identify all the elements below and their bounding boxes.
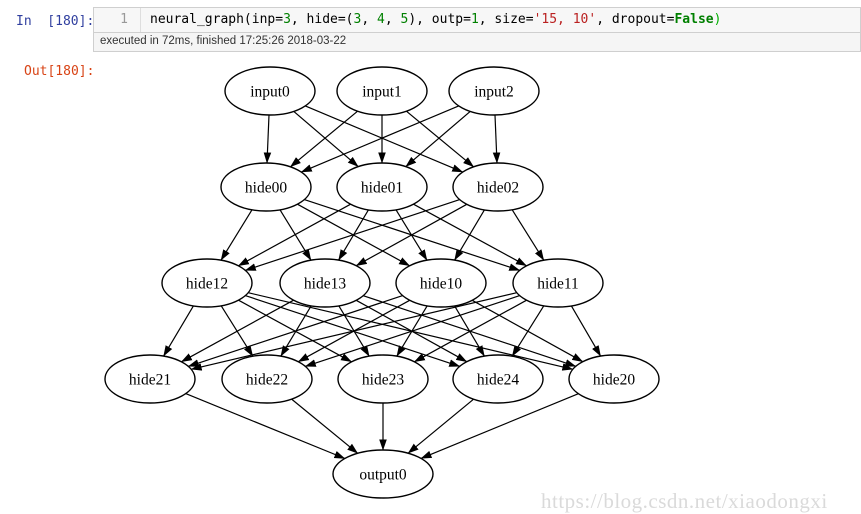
graph-node-ellipse bbox=[448, 66, 540, 116]
graph-node-ellipse bbox=[452, 162, 544, 212]
code-token-plain: , hide=( bbox=[290, 12, 354, 27]
graph-node-ellipse bbox=[452, 354, 544, 404]
graph-node-ellipse bbox=[568, 354, 660, 404]
graph-node-label: hide12 bbox=[186, 276, 228, 293]
graph-node-hide11: hide11 bbox=[512, 258, 604, 308]
graph-edge bbox=[180, 299, 294, 363]
graph-node-label: hide23 bbox=[362, 372, 404, 389]
graph-node-label: hide01 bbox=[361, 180, 403, 197]
graph-edge bbox=[305, 105, 464, 173]
graph-node-label: output0 bbox=[359, 467, 407, 484]
graph-edge bbox=[304, 295, 520, 367]
code-token-string: '15, 10' bbox=[533, 12, 597, 27]
code-token-plain: neural_graph(inp= bbox=[150, 12, 284, 27]
graph-edges bbox=[163, 105, 602, 460]
graph-node-hide01: hide01 bbox=[336, 162, 428, 212]
execution-timer: executed in 72ms, finished 17:25:26 2018… bbox=[93, 33, 861, 52]
graph-node-hide21: hide21 bbox=[104, 354, 196, 404]
watermark: https://blog.csdn.net/xiaodongxi bbox=[541, 489, 828, 513]
graph-edge bbox=[420, 393, 579, 459]
graph-edge bbox=[187, 295, 403, 367]
graph-edge bbox=[237, 203, 351, 267]
graph-node-label: hide20 bbox=[593, 372, 635, 389]
graph-node-label: hide22 bbox=[246, 372, 288, 389]
code-token-plain: , size= bbox=[478, 12, 534, 27]
graph-node-hide20: hide20 bbox=[568, 354, 660, 404]
graph-node-input2: input2 bbox=[448, 66, 540, 116]
code-token-plain: , dropout= bbox=[596, 12, 675, 27]
graph-edge bbox=[293, 110, 359, 168]
graph-edge bbox=[406, 110, 474, 168]
graph-edge bbox=[355, 203, 468, 267]
graph-edge bbox=[300, 105, 459, 173]
graph-edge bbox=[190, 292, 517, 371]
code-token-plain: , bbox=[361, 12, 377, 27]
graph-edge bbox=[244, 199, 460, 271]
graph-node-ellipse bbox=[332, 449, 434, 499]
in-prompt: In [180]: bbox=[16, 14, 95, 29]
graph-node-ellipse bbox=[395, 258, 487, 308]
code-token-bracket: ) bbox=[713, 12, 722, 27]
graph-node-label: hide24 bbox=[477, 372, 519, 389]
graph-node-ellipse bbox=[221, 354, 313, 404]
graph-edge bbox=[511, 209, 545, 261]
graph-node-label: input1 bbox=[362, 84, 402, 101]
graph-edge bbox=[263, 114, 272, 164]
graph-node-input1: input1 bbox=[336, 66, 428, 116]
graph-edge bbox=[405, 110, 471, 168]
graph-node-hide10: hide10 bbox=[395, 258, 487, 308]
graph-node-hide23: hide23 bbox=[337, 354, 429, 404]
graph-node-hide13: hide13 bbox=[279, 258, 371, 308]
graph-node-ellipse bbox=[336, 162, 428, 212]
graph-node-label: hide21 bbox=[129, 372, 171, 389]
graph-edge bbox=[290, 110, 358, 168]
graph-node-label: input2 bbox=[474, 84, 514, 101]
graph-node-hide22: hide22 bbox=[221, 354, 313, 404]
graph-edge bbox=[163, 305, 194, 357]
graph-node-ellipse bbox=[337, 354, 429, 404]
graph-edge bbox=[220, 209, 253, 261]
graph-edge bbox=[291, 398, 359, 454]
graph-edge bbox=[570, 305, 602, 357]
code-token-number: 1 bbox=[470, 12, 479, 27]
graph-node-label: hide10 bbox=[420, 276, 462, 293]
graph-edge bbox=[185, 393, 346, 460]
code-token-keyword: False bbox=[674, 12, 714, 27]
graph-node-ellipse bbox=[336, 66, 428, 116]
code-token-number: 3 bbox=[353, 12, 362, 27]
code-cell-input[interactable]: 1 neural_graph(inp=3, hide=(3, 4, 5), ou… bbox=[93, 7, 861, 33]
graph-node-label: hide00 bbox=[245, 180, 287, 197]
graph-node-ellipse bbox=[161, 258, 253, 308]
graph-node-label: hide13 bbox=[304, 276, 346, 293]
code-token-number: 4 bbox=[377, 12, 385, 27]
graph-node-hide12: hide12 bbox=[161, 258, 253, 308]
code-token-plain: ), outp= bbox=[408, 12, 471, 27]
graph-node-ellipse bbox=[279, 258, 371, 308]
graph-node-output0: output0 bbox=[332, 449, 434, 499]
graph-node-hide02: hide02 bbox=[452, 162, 544, 212]
code-line[interactable]: neural_graph(inp=3, hide=(3, 4, 5), outp… bbox=[141, 8, 721, 32]
graph-node-ellipse bbox=[104, 354, 196, 404]
graph-edge bbox=[407, 398, 474, 454]
graph-edge bbox=[413, 299, 527, 363]
graph-nodes: input0 input1 input2 hide00 hide01 hide02 hide… bbox=[104, 66, 660, 499]
graph-node-ellipse bbox=[512, 258, 604, 308]
graph-node-label: input0 bbox=[250, 84, 290, 101]
graph-edge bbox=[454, 209, 485, 261]
graph-node-hide24: hide24 bbox=[452, 354, 544, 404]
code-token-plain: , bbox=[384, 12, 401, 27]
out-prompt: Out[180]: bbox=[24, 64, 95, 79]
graph-node-ellipse bbox=[224, 66, 316, 116]
line-number: 1 bbox=[94, 8, 141, 32]
graph-edge bbox=[511, 305, 545, 357]
graph-node-ellipse bbox=[220, 162, 312, 212]
graph-edge bbox=[492, 114, 501, 164]
graph-node-hide00: hide00 bbox=[220, 162, 312, 212]
code-token-number: 5 bbox=[400, 12, 409, 27]
graph-node-input0: input0 bbox=[224, 66, 316, 116]
graph-node-label: hide02 bbox=[477, 180, 519, 197]
code-token-number: 3 bbox=[283, 12, 291, 27]
graph-node-label: hide11 bbox=[537, 276, 579, 293]
